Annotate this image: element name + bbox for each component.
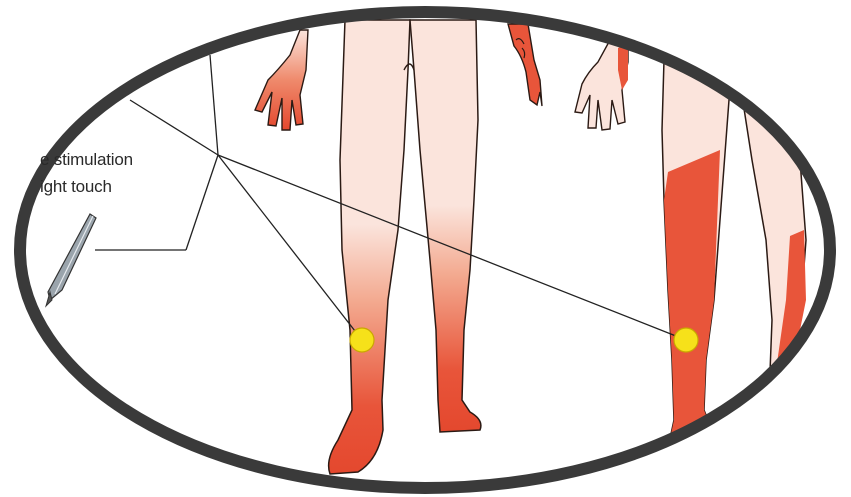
left-figure-left-leg bbox=[329, 20, 410, 474]
stimulation-label: e stimulation bbox=[40, 150, 133, 170]
touch-label: ight touch bbox=[40, 177, 112, 197]
middle-figure-hand bbox=[508, 24, 542, 106]
left-figure-right-hand bbox=[255, 30, 308, 130]
stimulation-point-marker-left bbox=[350, 328, 374, 352]
needle-probe-icon bbox=[46, 214, 96, 306]
left-figure-right-leg bbox=[410, 20, 481, 432]
stimulation-point-marker-right bbox=[674, 328, 698, 352]
right-figure-affected-region bbox=[664, 150, 720, 448]
diagram-content bbox=[46, 20, 806, 474]
